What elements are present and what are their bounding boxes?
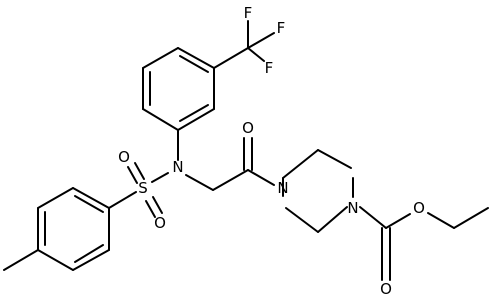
bond xyxy=(3,249,39,271)
carbonyl-oxygen-label: O xyxy=(242,119,254,137)
bond xyxy=(152,196,163,214)
bond xyxy=(282,149,319,179)
bond xyxy=(247,169,275,186)
bond xyxy=(285,207,319,233)
bond xyxy=(142,108,179,131)
piperazine-nitrogen-label: N xyxy=(347,199,358,217)
bond xyxy=(385,213,411,229)
bond xyxy=(453,207,489,229)
bond xyxy=(134,162,145,180)
fluorine-label: F xyxy=(244,4,253,22)
bond xyxy=(177,47,215,69)
bond xyxy=(427,212,455,229)
bond xyxy=(74,195,104,213)
sulfur-label: S xyxy=(138,179,148,197)
bond xyxy=(317,149,352,169)
bond xyxy=(145,200,156,218)
ester-carbonyl-oxygen-label: O xyxy=(380,280,392,298)
bond xyxy=(212,169,249,191)
bond xyxy=(37,187,74,209)
fluorine-label: F xyxy=(265,59,274,77)
bond xyxy=(151,172,169,183)
sulfonamide-nitrogen-label: N xyxy=(172,158,183,176)
sulfonyl-oxygen-label: O xyxy=(154,214,166,232)
bonds xyxy=(3,20,489,281)
bond xyxy=(317,206,348,233)
bond xyxy=(108,191,137,209)
piperazine-nitrogen-label: N xyxy=(277,179,288,197)
bond xyxy=(247,32,275,49)
bond xyxy=(72,187,110,209)
bond xyxy=(179,55,209,73)
fluorine-label: F xyxy=(277,19,286,37)
bond xyxy=(185,174,214,191)
bond xyxy=(72,249,110,271)
bond xyxy=(247,47,265,62)
sulfonyl-oxygen-label: O xyxy=(118,148,130,166)
bond xyxy=(179,104,209,122)
bond xyxy=(37,249,74,271)
bond xyxy=(359,206,387,229)
bond xyxy=(127,166,138,184)
bond xyxy=(142,47,179,69)
atom-labels: F F F S O O N O N N O O xyxy=(118,4,425,298)
bond xyxy=(213,47,249,69)
ester-oxygen-label: O xyxy=(413,199,425,217)
bond xyxy=(177,108,215,131)
bond xyxy=(74,244,104,263)
